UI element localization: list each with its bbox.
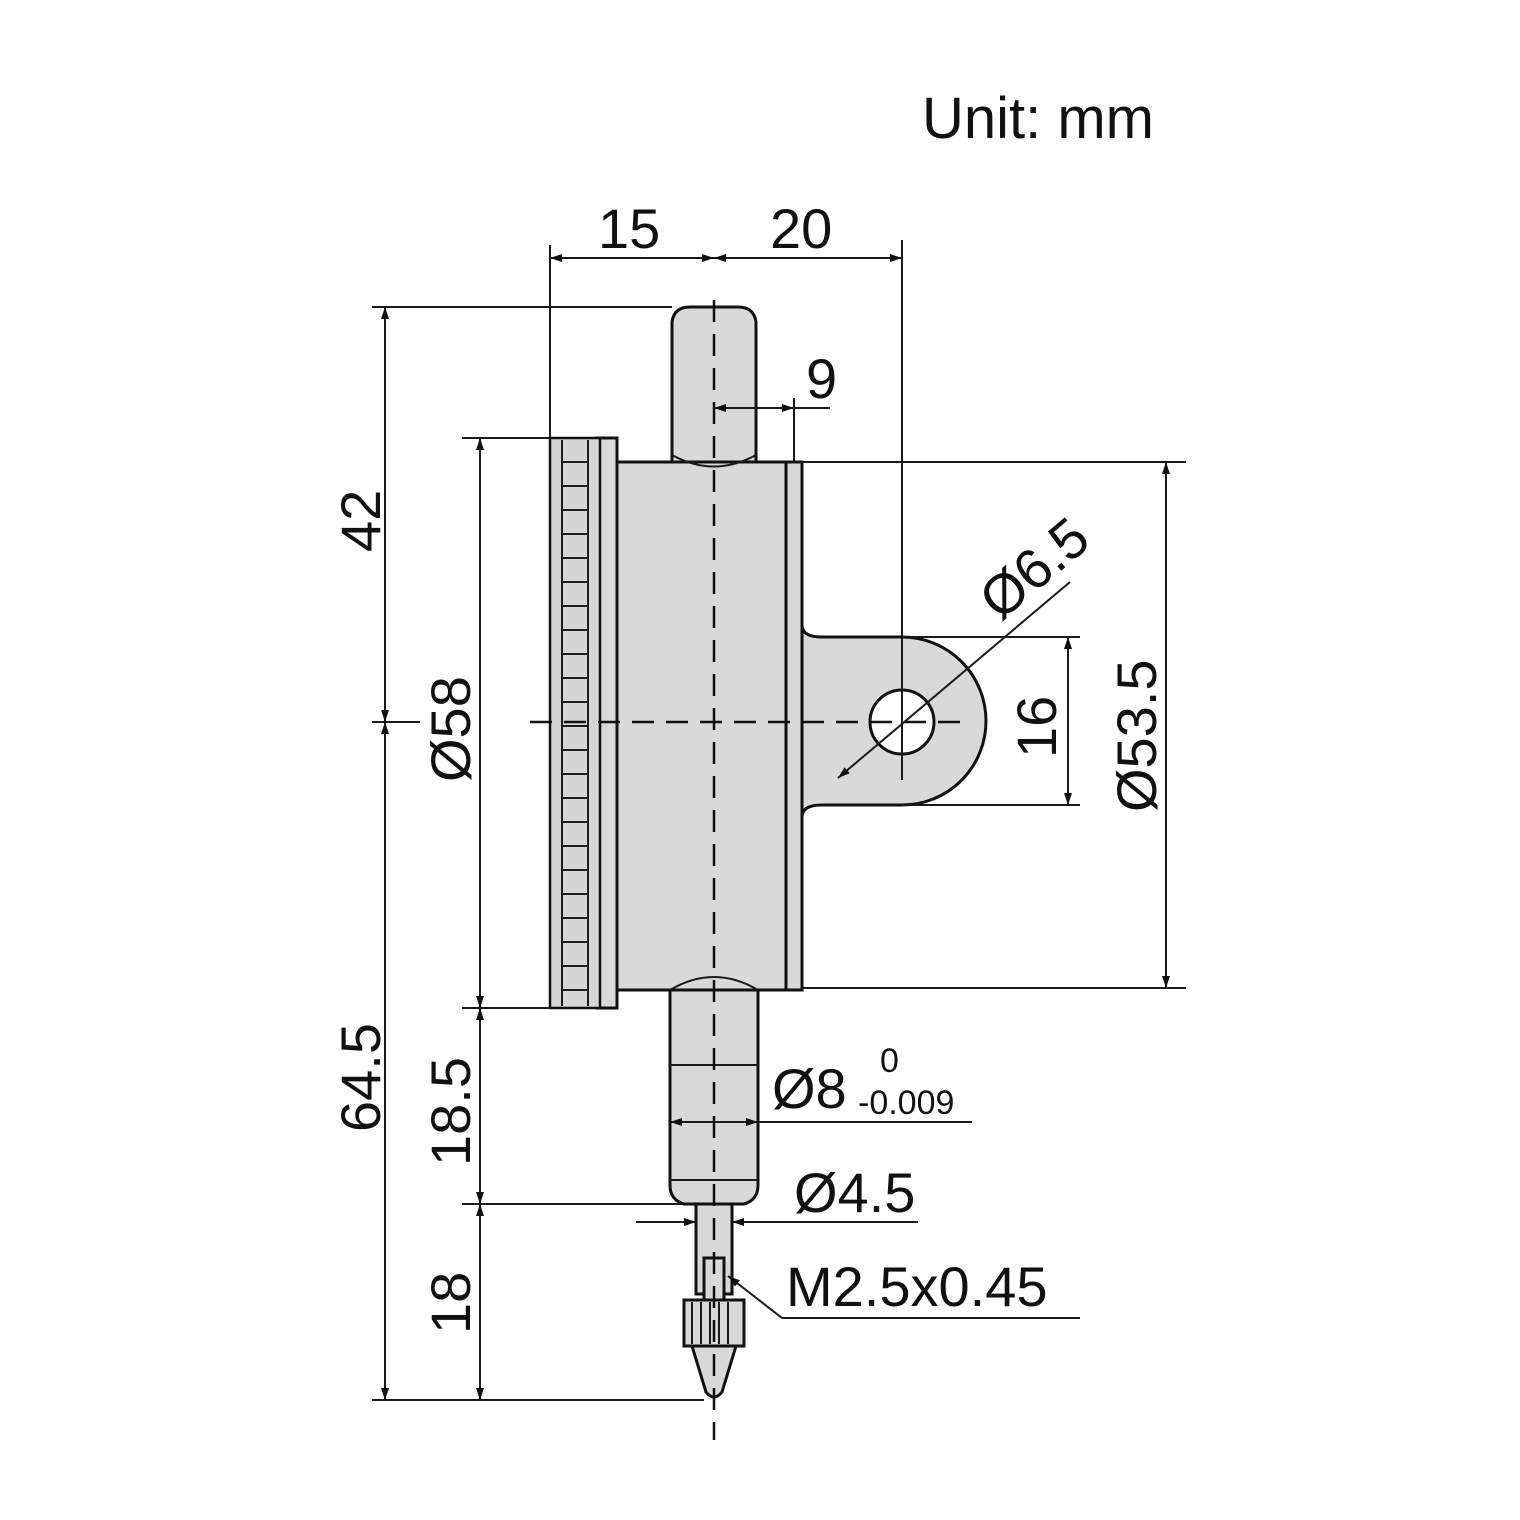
- dim-stem-offset: 9: [714, 347, 837, 462]
- dim-phi-53-5: Ø53.5: [1105, 659, 1168, 812]
- dim-back-diameter: Ø53.5: [802, 461, 1186, 989]
- dim-20: 20: [770, 197, 832, 260]
- dim-thread: M2.5x0.45: [727, 1255, 1080, 1319]
- dim-phi-58: Ø58: [419, 676, 482, 782]
- dim-phi-8-tol-upper: 0: [880, 1042, 899, 1080]
- dim-width-top: 15 20: [549, 197, 903, 690]
- dim-phi-4-5: Ø4.5: [794, 1161, 915, 1224]
- dim-tip-diameter: Ø4.5: [636, 1161, 918, 1226]
- dim-16: 16: [1005, 696, 1068, 758]
- dim-phi-8: Ø8: [772, 1057, 847, 1120]
- dim-18: 18: [419, 1272, 482, 1334]
- dim-18-5: 18.5: [419, 1057, 482, 1166]
- dim-42: 42: [329, 490, 392, 552]
- dim-9: 9: [806, 347, 837, 410]
- dim-15: 15: [598, 197, 660, 260]
- dim-thread-label: M2.5x0.45: [786, 1255, 1048, 1318]
- dim-overall-height: 42 64.5: [329, 306, 704, 1401]
- dim-stem-diameter: Ø8 0 -0.009: [670, 1042, 972, 1126]
- dim-bezel-diameter: Ø58: [419, 437, 550, 1009]
- dim-lug-height: 16: [902, 636, 1080, 806]
- dim-phi-8-tol-lower: -0.009: [858, 1084, 954, 1122]
- unit-label: Unit: mm: [922, 86, 1154, 151]
- dim-64-5: 64.5: [329, 1023, 392, 1132]
- dim-stem-lengths: 18.5 18: [419, 1008, 684, 1400]
